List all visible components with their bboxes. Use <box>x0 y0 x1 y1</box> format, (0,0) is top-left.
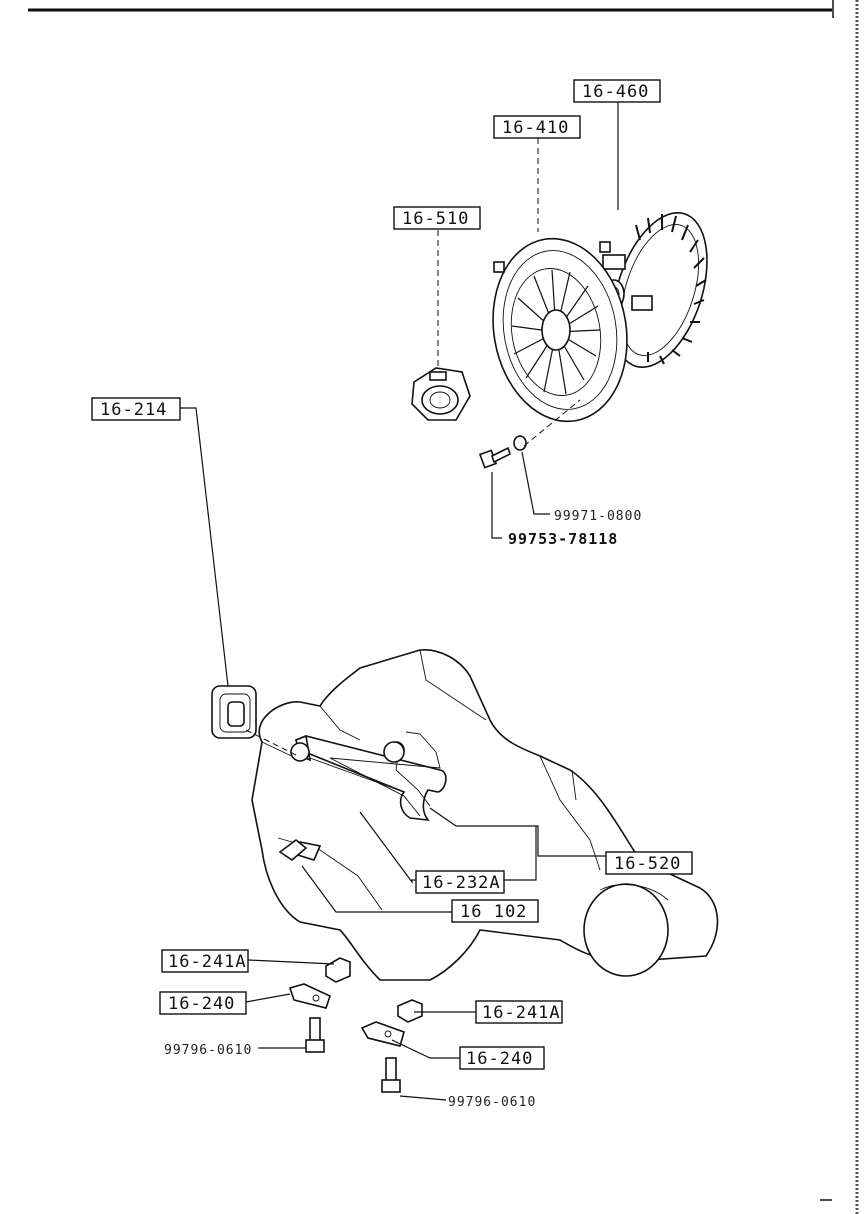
label-99971-0800: 99971-0800 <box>554 509 642 524</box>
label-99796-0610-left: 99796-0610 <box>164 1043 252 1058</box>
label-box-16-510 <box>393 206 481 230</box>
label-16-410: 16-410 <box>502 118 569 138</box>
bracket-left <box>288 983 331 1009</box>
cover-plug-right <box>397 999 423 1023</box>
label-box-16-460 <box>573 79 661 103</box>
clutch-bolt <box>478 446 511 469</box>
label-box-16-240-right <box>459 1046 545 1070</box>
washer <box>513 435 527 451</box>
label-16-240-left: 16-240 <box>168 994 235 1014</box>
bracket-right <box>360 1021 405 1047</box>
cover-plug-left <box>325 957 351 983</box>
label-box-16-241A-left <box>161 949 249 973</box>
label-box-16-520 <box>605 851 693 875</box>
clutch-disc <box>602 212 708 368</box>
label-16-460: 16-460 <box>582 82 649 102</box>
label-16-520: 16-520 <box>614 854 681 874</box>
label-99796-0610-right: 99796-0610 <box>448 1095 536 1110</box>
label-box-16-241A-right <box>475 1000 563 1024</box>
pressure-plate <box>492 237 628 423</box>
label-box-16-102 <box>451 899 539 923</box>
label-16-241A-right: 16-241A <box>482 1003 561 1023</box>
label-99753-78118: 99753-78118 <box>508 530 618 548</box>
label-16-240-right: 16-240 <box>466 1049 533 1069</box>
label-16-232A: 16-232A <box>422 873 501 893</box>
label-box-16-240-left <box>159 991 247 1015</box>
label-box-16-214 <box>91 397 181 421</box>
bolt-left <box>305 1017 325 1053</box>
pivot-stud <box>278 742 310 862</box>
release-fork-boot <box>211 685 257 739</box>
retaining-spring <box>329 731 441 817</box>
label-box-16-232A <box>415 870 505 894</box>
label-16-241A-left: 16-241A <box>168 952 247 972</box>
label-box-16-410 <box>493 115 581 139</box>
release-bearing <box>411 367 471 421</box>
label-16-214: 16-214 <box>100 400 167 420</box>
label-16-102: 16 102 <box>460 902 527 922</box>
label-16-510: 16-510 <box>402 209 469 229</box>
transmission-housing <box>251 649 719 981</box>
bolt-right <box>381 1057 401 1093</box>
